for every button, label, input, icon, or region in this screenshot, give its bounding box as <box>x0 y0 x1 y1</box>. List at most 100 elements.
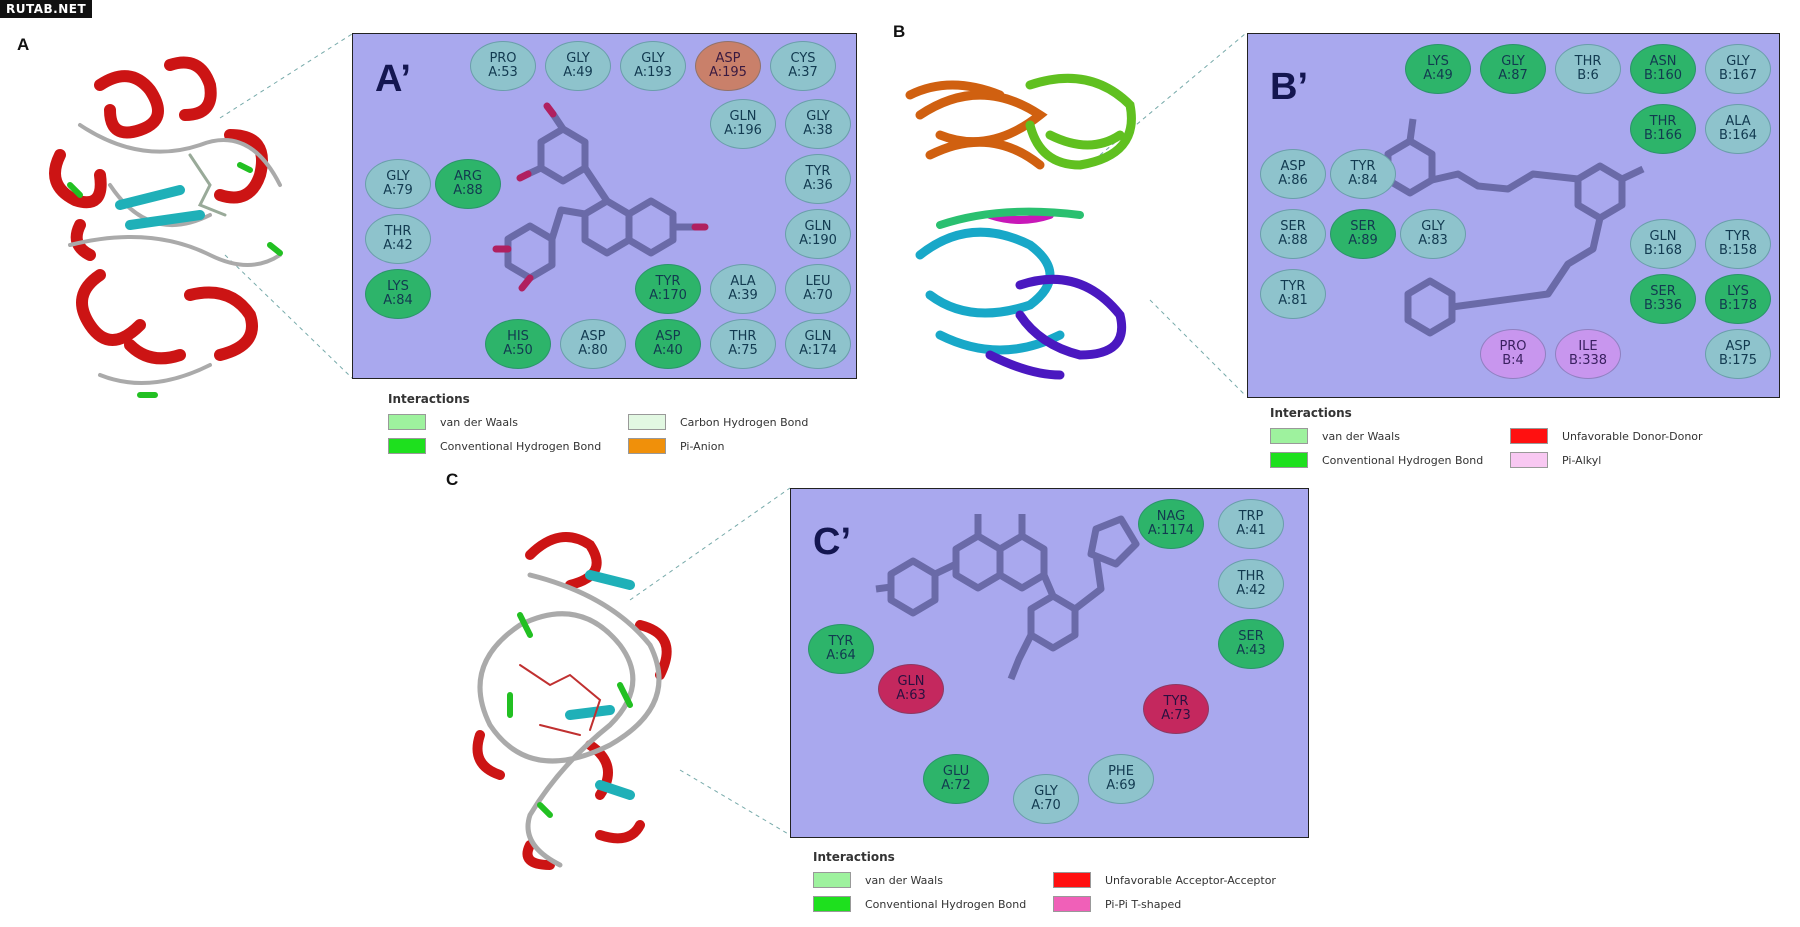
protein-structure-c <box>472 532 672 870</box>
legend-item: van der Waals <box>1270 428 1400 444</box>
residue-b-ser-a89: SER A:89 <box>1330 209 1396 259</box>
residue-b-thr-b166: THR B:166 <box>1630 104 1696 154</box>
residue-a-his-a50: HIS A:50 <box>485 319 551 369</box>
legend-swatch <box>388 438 426 454</box>
residue-c-glu-a72: GLU A:72 <box>923 754 989 804</box>
residue-b-gly-a83: GLY A:83 <box>1400 209 1466 259</box>
residue-b-thr-b6: THR B:6 <box>1555 44 1621 94</box>
legend-item: Unfavorable Donor-Donor <box>1510 428 1703 444</box>
legend-label: Conventional Hydrogen Bond <box>1322 453 1484 467</box>
panel-title-b: B’ <box>1270 66 1308 108</box>
legend-swatch <box>1270 452 1308 468</box>
residue-c-trp-a41: TRP A:41 <box>1218 499 1284 549</box>
residue-b-tyr-a81: TYR A:81 <box>1260 269 1326 319</box>
residue-a-pro-a53: PRO A:53 <box>470 41 536 91</box>
residue-b-tyr-b158: TYR B:158 <box>1705 219 1771 269</box>
legend-label: Unfavorable Acceptor-Acceptor <box>1105 873 1276 887</box>
legend-label: Conventional Hydrogen Bond <box>440 439 602 453</box>
residue-c-nag-a1174: NAG A:1174 <box>1138 499 1204 549</box>
residue-a-gly-a79: GLY A:79 <box>365 159 431 209</box>
residue-c-ser-a43: SER A:43 <box>1218 619 1284 669</box>
residue-c-thr-a42: THR A:42 <box>1218 559 1284 609</box>
legend-label: Pi-Anion <box>680 439 725 453</box>
legend-label: van der Waals <box>440 415 518 429</box>
ligand-structure-a <box>492 102 709 292</box>
residue-a-asp-a40: ASP A:40 <box>635 319 701 369</box>
residue-a-asp-a195: ASP A:195 <box>695 41 761 91</box>
ligand-structure-c <box>875 514 1140 681</box>
residue-a-asp-a80: ASP A:80 <box>560 319 626 369</box>
legend-label: Carbon Hydrogen Bond <box>680 415 809 429</box>
residue-b-asp-b175: ASP B:175 <box>1705 329 1771 379</box>
panel-label-b: B <box>893 22 906 41</box>
residue-a-gln-a190: GLN A:190 <box>785 209 851 259</box>
residue-b-lys-b178: LYS B:178 <box>1705 274 1771 324</box>
legend-label: Conventional Hydrogen Bond <box>865 897 1027 911</box>
legend-title: Interactions <box>813 850 895 864</box>
residue-b-asp-a86: ASP A:86 <box>1260 149 1326 199</box>
residue-a-gln-a196: GLN A:196 <box>710 99 776 149</box>
residue-b-gly-a87: GLY A:87 <box>1480 44 1546 94</box>
residue-b-ser-a88: SER A:88 <box>1260 209 1326 259</box>
legend-swatch <box>813 896 851 912</box>
legend-item: Conventional Hydrogen Bond <box>388 438 601 454</box>
panel-label-a: A <box>17 35 30 54</box>
legend-item: Pi-Pi T-shaped <box>1053 896 1181 912</box>
legend-swatch <box>1053 872 1091 888</box>
legend-title: Interactions <box>388 392 470 406</box>
legend-swatch <box>1510 428 1548 444</box>
residue-c-tyr-a64: TYR A:64 <box>808 624 874 674</box>
legend-item: Unfavorable Acceptor-Acceptor <box>1053 872 1276 888</box>
residue-b-gly-b167: GLY B:167 <box>1705 44 1771 94</box>
panel-title-c: C’ <box>813 521 851 563</box>
residue-a-gln-a174: GLN A:174 <box>785 319 851 369</box>
residue-b-gln-b168: GLN B:168 <box>1630 219 1696 269</box>
legend-item: Conventional Hydrogen Bond <box>813 896 1026 912</box>
residue-a-tyr-a170: TYR A:170 <box>635 264 701 314</box>
residue-b-lys-a49: LYS A:49 <box>1405 44 1471 94</box>
protein-structure-b <box>905 73 1136 380</box>
residue-c-phe-a69: PHE A:69 <box>1088 754 1154 804</box>
legend-label: Unfavorable Donor-Donor <box>1562 429 1703 443</box>
panel-label-c: C <box>446 470 459 489</box>
residue-a-tyr-a36: TYR A:36 <box>785 154 851 204</box>
legend-item: van der Waals <box>813 872 943 888</box>
residue-b-tyr-a84: TYR A:84 <box>1330 149 1396 199</box>
residue-a-cys-a37: CYS A:37 <box>770 41 836 91</box>
legend-swatch <box>1270 428 1308 444</box>
residue-a-leu-a70: LEU A:70 <box>785 264 851 314</box>
legend-item: Conventional Hydrogen Bond <box>1270 452 1483 468</box>
residue-b-pro-b4: PRO B:4 <box>1480 329 1546 379</box>
protein-structure-a <box>49 56 283 398</box>
residue-b-ile-b338: ILE B:338 <box>1555 329 1621 379</box>
legend-swatch <box>388 414 426 430</box>
panel-title-a: A’ <box>375 58 411 100</box>
residue-a-ala-a39: ALA A:39 <box>710 264 776 314</box>
legend-label: van der Waals <box>1322 429 1400 443</box>
legend-label: Pi-Alkyl <box>1562 453 1602 467</box>
legend-swatch <box>628 414 666 430</box>
residue-a-lys-a84: LYS A:84 <box>365 269 431 319</box>
residue-c-gly-a70: GLY A:70 <box>1013 774 1079 824</box>
residue-a-thr-a42: THR A:42 <box>365 214 431 264</box>
residue-b-asn-b160: ASN B:160 <box>1630 44 1696 94</box>
legend-item: Carbon Hydrogen Bond <box>628 414 808 430</box>
residue-a-gly-a193: GLY A:193 <box>620 41 686 91</box>
legend-title: Interactions <box>1270 406 1352 420</box>
residue-c-gln-a63: GLN A:63 <box>878 664 944 714</box>
residue-b-ala-b164: ALA B:164 <box>1705 104 1771 154</box>
legend-swatch <box>813 872 851 888</box>
residue-a-gly-a38: GLY A:38 <box>785 99 851 149</box>
residue-c-tyr-a73: TYR A:73 <box>1143 684 1209 734</box>
legend-swatch <box>1053 896 1091 912</box>
legend-label: van der Waals <box>865 873 943 887</box>
legend-label: Pi-Pi T-shaped <box>1105 897 1182 911</box>
legend-swatch <box>628 438 666 454</box>
